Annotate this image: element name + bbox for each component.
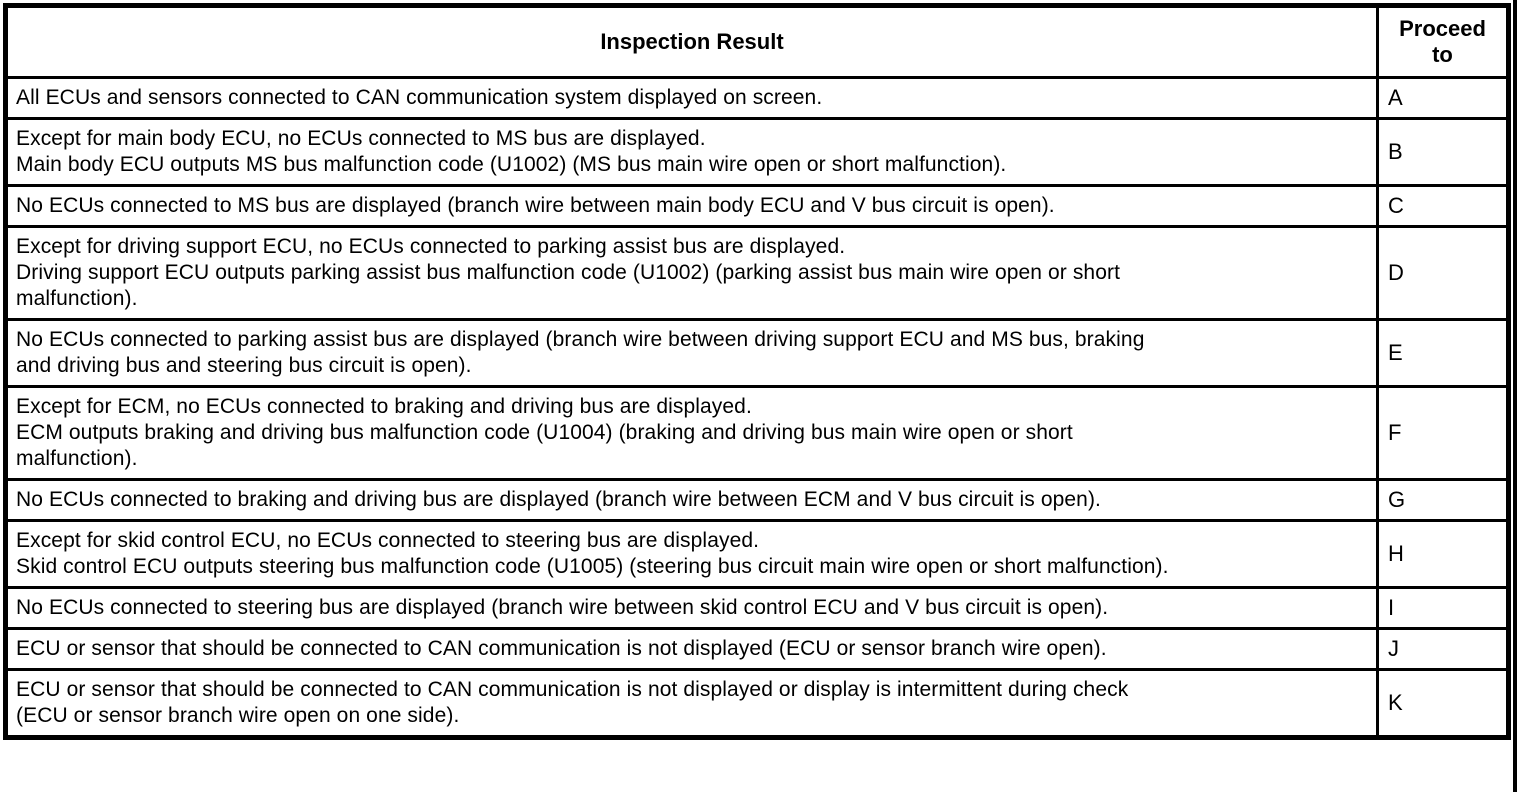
proceed-to-cell: F xyxy=(1376,385,1510,481)
table-row: Except for ECM, no ECUs connected to bra… xyxy=(4,385,1510,481)
table-row: ECU or sensor that should be connected t… xyxy=(4,668,1510,739)
table-row: No ECUs connected to steering bus are di… xyxy=(4,586,1510,630)
table-row: No ECUs connected to parking assist bus … xyxy=(4,318,1510,388)
table-row: Except for skid control ECU, no ECUs con… xyxy=(4,519,1510,589)
inspection-result-table: Inspection Result Proceed to All ECUs an… xyxy=(3,3,1511,740)
table-row: Except for main body ECU, no ECUs connec… xyxy=(4,117,1510,187)
proceed-to-cell: A xyxy=(1376,76,1510,120)
table-row: No ECUs connected to MS bus are displaye… xyxy=(4,184,1510,228)
proceed-to-cell: B xyxy=(1376,117,1510,187)
proceed-to-cell: I xyxy=(1376,586,1510,630)
proceed-to-cell: D xyxy=(1376,225,1510,321)
proceed-to-cell: C xyxy=(1376,184,1510,228)
proceed-to-cell: E xyxy=(1376,318,1510,388)
table-row: All ECUs and sensors connected to CAN co… xyxy=(4,76,1510,120)
table-body: All ECUs and sensors connected to CAN co… xyxy=(4,76,1510,739)
inspection-result-cell: Except for driving support ECU, no ECUs … xyxy=(4,225,1379,321)
inspection-result-cell: Except for main body ECU, no ECUs connec… xyxy=(4,117,1379,187)
table-row: Except for driving support ECU, no ECUs … xyxy=(4,225,1510,321)
inspection-result-cell: Except for ECM, no ECUs connected to bra… xyxy=(4,385,1379,481)
inspection-result-cell: No ECUs connected to steering bus are di… xyxy=(4,586,1379,630)
proceed-to-cell: K xyxy=(1376,668,1510,739)
proceed-to-cell: G xyxy=(1376,478,1510,522)
inspection-result-cell: All ECUs and sensors connected to CAN co… xyxy=(4,76,1379,120)
header-inspection-result: Inspection Result xyxy=(4,4,1379,79)
inspection-result-cell: No ECUs connected to parking assist bus … xyxy=(4,318,1379,388)
header-proceed-to: Proceed to xyxy=(1376,4,1510,79)
header-row: Inspection Result Proceed to xyxy=(4,4,1510,79)
page-edge-line xyxy=(1513,0,1517,792)
table-row: ECU or sensor that should be connected t… xyxy=(4,627,1510,671)
inspection-result-cell: ECU or sensor that should be connected t… xyxy=(4,627,1379,671)
inspection-result-cell: ECU or sensor that should be connected t… xyxy=(4,668,1379,739)
table-row: No ECUs connected to braking and driving… xyxy=(4,478,1510,522)
proceed-to-cell: H xyxy=(1376,519,1510,589)
inspection-result-cell: No ECUs connected to braking and driving… xyxy=(4,478,1379,522)
inspection-result-cell: No ECUs connected to MS bus are displaye… xyxy=(4,184,1379,228)
proceed-to-cell: J xyxy=(1376,627,1510,671)
inspection-result-cell: Except for skid control ECU, no ECUs con… xyxy=(4,519,1379,589)
